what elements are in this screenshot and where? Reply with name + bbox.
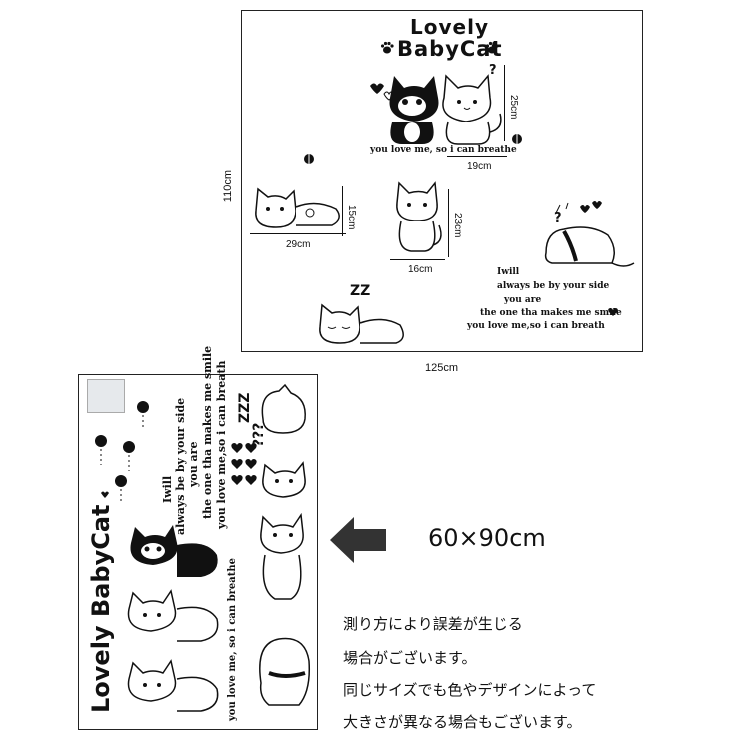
dimension-width: 125cm <box>425 362 459 374</box>
dimension-15cm: 15cm <box>346 205 357 230</box>
heart-icon <box>608 308 618 316</box>
title-babycat: BabyCat <box>397 37 503 61</box>
sitting-cat-illustration <box>396 181 442 252</box>
dimension-23cm: 23cm <box>452 213 463 238</box>
title-lovely: Lovely <box>410 15 489 39</box>
cat-column-illustration <box>259 383 311 706</box>
caption-vertical: you love me, so i can breathe <box>227 558 238 721</box>
dimension-29cm: 29cm <box>286 239 311 250</box>
note-line-2: 場合がございます。 <box>343 649 477 667</box>
verse-line-1: Iwill <box>161 475 174 503</box>
back-view-cat-illustration <box>544 201 635 267</box>
snore-vertical: ZZZ <box>237 392 253 423</box>
verse-line-4: the one tha makes me smile <box>201 345 214 519</box>
verse-line-2: always be by your side <box>497 281 610 291</box>
dimension-16cm: 16cm <box>408 264 433 275</box>
verse-line-1: Iwill <box>497 267 520 277</box>
left-arrow-icon <box>330 517 386 563</box>
note-line-3: 同じサイズでも色やデザインによって <box>343 681 597 699</box>
product-thumbnail <box>87 379 125 413</box>
snore-text: ZZ <box>350 283 371 299</box>
hearts-column-icon <box>231 443 257 485</box>
verse-line-2: always be by your side <box>174 397 187 535</box>
cat-pair-illustration <box>370 74 502 145</box>
verse-line-3: you are <box>187 441 200 487</box>
ladybug-icon <box>304 154 314 164</box>
size-label: 60×90cm <box>428 524 546 552</box>
dimension-19cm: 19cm <box>467 161 492 172</box>
question-mark: ? <box>554 211 562 226</box>
verse-line-3: you are <box>504 295 542 305</box>
paw-print-icon <box>485 41 499 54</box>
paw-print-icon <box>380 41 394 54</box>
dimension-height: 110cm <box>222 170 234 203</box>
ladybug-cluster-icon <box>95 401 149 501</box>
cat-pair-illustration <box>127 525 219 712</box>
sleeping-cat-illustration <box>319 303 404 344</box>
verse-line-5: you love me,so i can breath <box>467 321 605 331</box>
vertical-title: Lovely BabyCat <box>87 504 115 713</box>
verse-line-5: you love me,so i can breath <box>215 360 228 529</box>
question-mark: ? <box>489 63 497 78</box>
top-sticker-preview: Lovely BabyCat ? 25cm 19cm you love me, … <box>241 10 643 352</box>
ladybug-icon <box>512 134 522 144</box>
caption-top: you love me, so i can breathe <box>370 145 517 155</box>
lying-cat-illustration <box>255 187 340 228</box>
verse-line-4: the one tha makes me smile <box>480 308 622 318</box>
bottom-sticker-sheet: Lovely BabyCat Iwill always be by your s… <box>78 346 318 730</box>
note-line-4: 大きさが異なる場合もございます。 <box>343 713 582 731</box>
dimension-25cm: 25cm <box>508 95 519 120</box>
note-line-1: 測り方により誤差が生じる <box>343 615 523 633</box>
